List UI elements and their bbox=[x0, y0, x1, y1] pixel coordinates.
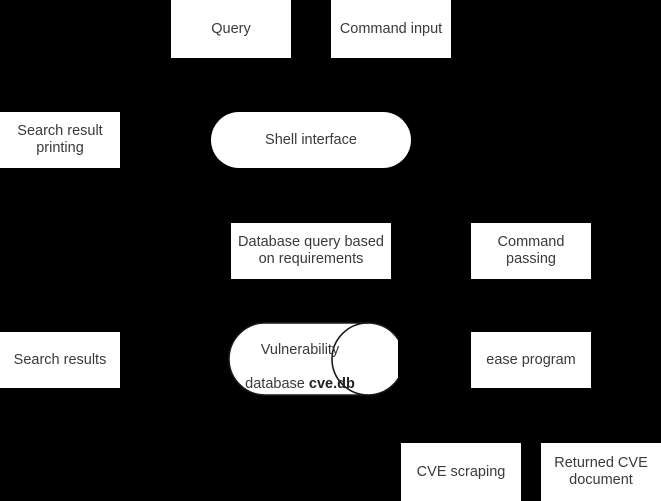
node-command-passing-label: Command passing bbox=[497, 234, 565, 267]
node-cve-scraping[interactable]: CVE scraping bbox=[401, 443, 521, 501]
database-cylinder-icon bbox=[228, 322, 398, 396]
node-command-input-label: Command input bbox=[339, 20, 443, 37]
node-database-query[interactable]: Database query based on requirements bbox=[231, 223, 391, 279]
node-vulnerability-database-label: Vulnerability database cve.db bbox=[245, 325, 381, 393]
node-search-results-label: Search results bbox=[13, 351, 107, 368]
node-returned-cve-document[interactable]: Returned CVE document bbox=[541, 443, 661, 501]
node-search-results[interactable]: Search results bbox=[0, 332, 120, 388]
node-ease-program[interactable]: ease program bbox=[471, 332, 591, 388]
node-command-input[interactable]: Command input bbox=[331, 0, 451, 58]
node-command-passing[interactable]: Command passing bbox=[471, 223, 591, 279]
node-database-query-label: Database query based on requirements bbox=[238, 234, 384, 267]
node-search-result-printing[interactable]: Search result printing bbox=[0, 112, 120, 168]
node-vulnerability-database[interactable]: Vulnerability database cve.db bbox=[228, 322, 398, 396]
node-shell-interface[interactable]: Shell interface bbox=[211, 112, 411, 168]
node-query[interactable]: Query bbox=[171, 0, 291, 58]
node-shell-interface-label: Shell interface bbox=[265, 131, 357, 148]
node-ease-program-label: ease program bbox=[486, 351, 576, 368]
db-label-line1: Vulnerability bbox=[260, 342, 340, 358]
db-label-filename: cve.db bbox=[308, 376, 355, 392]
node-query-label: Query bbox=[211, 20, 251, 37]
node-search-result-printing-label: Search result printing bbox=[17, 123, 103, 156]
node-returned-cve-document-label: Returned CVE document bbox=[554, 455, 648, 488]
node-cve-scraping-label: CVE scraping bbox=[416, 463, 506, 480]
db-label-line2-prefix: database bbox=[245, 376, 309, 392]
